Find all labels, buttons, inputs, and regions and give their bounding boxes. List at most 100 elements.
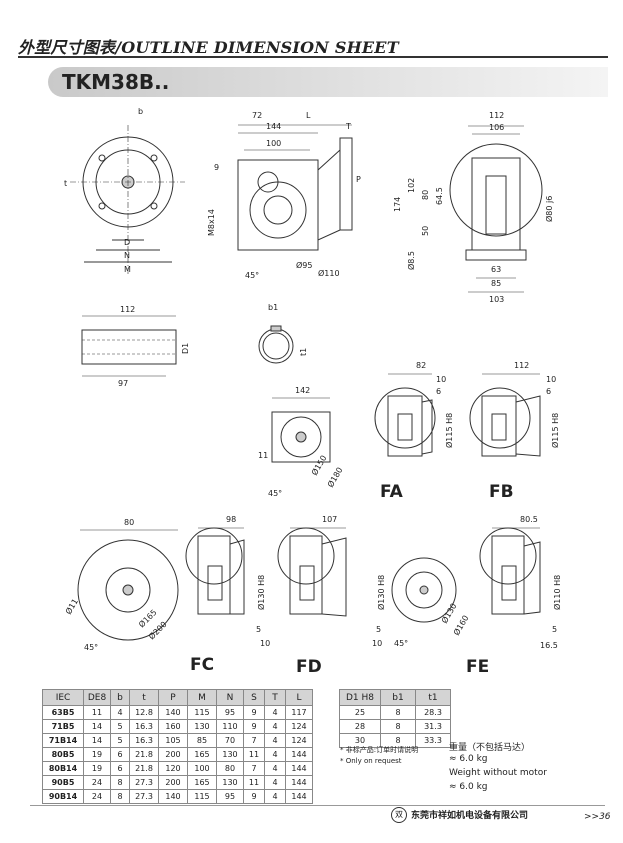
col-header: T bbox=[264, 689, 286, 706]
cell: 85 bbox=[187, 733, 217, 748]
table-row: 71B14 14 5 16.3 105 85 70 7 4 124 bbox=[42, 733, 313, 748]
cell: 110 bbox=[216, 719, 244, 734]
cell: 95 bbox=[216, 789, 244, 804]
col-header: IEC bbox=[42, 689, 84, 706]
cell: 144 bbox=[285, 789, 313, 804]
cell: 100 bbox=[187, 761, 217, 776]
cell: 19 bbox=[83, 761, 111, 776]
cell: 11 bbox=[83, 705, 111, 720]
cell: 4 bbox=[264, 747, 286, 762]
cell: 12.8 bbox=[129, 705, 159, 720]
side-dim-d110: Ø110 bbox=[318, 268, 340, 278]
flange-dim-142: 142 bbox=[295, 386, 310, 395]
cell: 124 bbox=[285, 719, 313, 734]
fd-dim-107: 107 bbox=[322, 515, 337, 524]
cell: 105 bbox=[158, 733, 188, 748]
fa-dim-6: 6 bbox=[436, 387, 441, 396]
cell: 19 bbox=[83, 747, 111, 762]
sleeve-dim-d1: D1 bbox=[181, 343, 190, 354]
cell: 130 bbox=[187, 719, 217, 734]
end-dim-112: 112 bbox=[489, 111, 504, 120]
cell: 8 bbox=[110, 789, 130, 804]
cell: 130 bbox=[216, 775, 244, 790]
spec-table: IEC DE8 b t P M N S T L 63B5 11 4 12.8 1… bbox=[42, 689, 313, 804]
fb-drawing bbox=[469, 373, 541, 457]
cell: 16.3 bbox=[129, 719, 159, 734]
cell: 120 bbox=[158, 761, 188, 776]
fa-drawing bbox=[374, 373, 436, 457]
spec-table-header: IEC DE8 b t P M N S T L bbox=[42, 689, 313, 706]
side-dim-l: L bbox=[306, 111, 311, 120]
cell: 7 bbox=[243, 733, 265, 748]
cell: 14 bbox=[83, 733, 111, 748]
end-dim-8-5: Ø8.5 bbox=[406, 251, 416, 270]
cell: 28 bbox=[339, 719, 381, 734]
flange-bottom-drawing bbox=[271, 397, 331, 463]
bore-drawing bbox=[258, 325, 294, 364]
cell: 24 bbox=[83, 775, 111, 790]
note-cn: * 非标产品:订单时请说明 bbox=[340, 746, 419, 754]
table-row: 63B5 11 4 12.8 140 115 95 9 4 117 bbox=[42, 705, 313, 720]
col-header: S bbox=[243, 689, 265, 706]
bore-spec-table-header: D1 H8 b1 t1 bbox=[339, 689, 451, 706]
fc-dim-98: 98 bbox=[226, 515, 236, 524]
fe-drawing bbox=[479, 527, 541, 615]
col-header: P bbox=[158, 689, 188, 706]
cell: 9 bbox=[243, 705, 265, 720]
cell: 6 bbox=[110, 747, 130, 762]
flange-dim-45: 45° bbox=[268, 489, 282, 498]
side-dim-144: 144 bbox=[266, 122, 281, 131]
fb-dim-112: 112 bbox=[514, 361, 529, 370]
cell: 4 bbox=[264, 705, 286, 720]
bore-dim-b1: b1 bbox=[268, 303, 278, 312]
weight-value-en: ≈ 6.0 kg bbox=[449, 782, 488, 792]
page-title: 外型尺寸图表/OUTLINE DIMENSION SHEET bbox=[18, 38, 399, 57]
fc-flange-drawing bbox=[77, 529, 179, 641]
cell: 90B5 bbox=[42, 775, 84, 790]
cell: 8 bbox=[110, 775, 130, 790]
cell: 21.8 bbox=[129, 747, 159, 762]
cell: 24 bbox=[83, 789, 111, 804]
page-number: >>36 bbox=[584, 812, 611, 822]
front-dim-t: t bbox=[64, 179, 67, 188]
cell: 8 bbox=[380, 705, 416, 720]
cell: 27.3 bbox=[129, 789, 159, 804]
fb-dim-10: 10 bbox=[546, 375, 556, 384]
side-dim-9: 9 bbox=[214, 163, 219, 172]
side-dim-p: P bbox=[356, 175, 361, 184]
cell: 63B5 bbox=[42, 705, 84, 720]
cell: 27.3 bbox=[129, 775, 159, 790]
side-dim-72: 72 bbox=[252, 111, 262, 120]
table-row: 25 8 28.3 bbox=[339, 705, 451, 720]
fc-dim-d130: Ø130 H8 bbox=[256, 575, 266, 610]
flange-dim-d150: Ø150 bbox=[309, 453, 328, 477]
side-dim-t: T bbox=[345, 122, 351, 131]
end-dim-85: 85 bbox=[491, 279, 501, 288]
table-row: 90B5 24 8 27.3 200 165 130 11 4 144 bbox=[42, 775, 313, 790]
cell: 80B5 bbox=[42, 747, 84, 762]
weight-label-cn: 重量（不包括马达） bbox=[449, 743, 531, 753]
end-dim-50: 50 bbox=[421, 226, 430, 236]
cell: 80 bbox=[216, 761, 244, 776]
fa-dim-d115: Ø115 H8 bbox=[444, 413, 454, 448]
front-dim-n: N bbox=[124, 251, 130, 260]
front-dim-d: D bbox=[124, 238, 130, 247]
fb-dim-d115: Ø115 H8 bbox=[550, 413, 560, 448]
cell: 6 bbox=[110, 761, 130, 776]
flange-dim-d180: Ø180 bbox=[325, 465, 344, 489]
col-header: t bbox=[129, 689, 159, 706]
sleeve-dim-97: 97 bbox=[118, 379, 128, 388]
col-header: D1 H8 bbox=[339, 689, 381, 706]
fe-dim-16-5: 16.5 bbox=[540, 641, 558, 650]
cell: 9 bbox=[243, 789, 265, 804]
model-title: TKM38B.. bbox=[62, 70, 170, 94]
company-logo: 双 bbox=[391, 807, 407, 823]
fd-dim-5: 5 bbox=[376, 625, 381, 634]
cell: 5 bbox=[110, 719, 130, 734]
cell: 28.3 bbox=[415, 705, 451, 720]
cell: 115 bbox=[187, 705, 217, 720]
end-dim-80: 80 bbox=[421, 190, 430, 200]
col-header: L bbox=[285, 689, 313, 706]
end-view-drawing bbox=[449, 125, 543, 293]
